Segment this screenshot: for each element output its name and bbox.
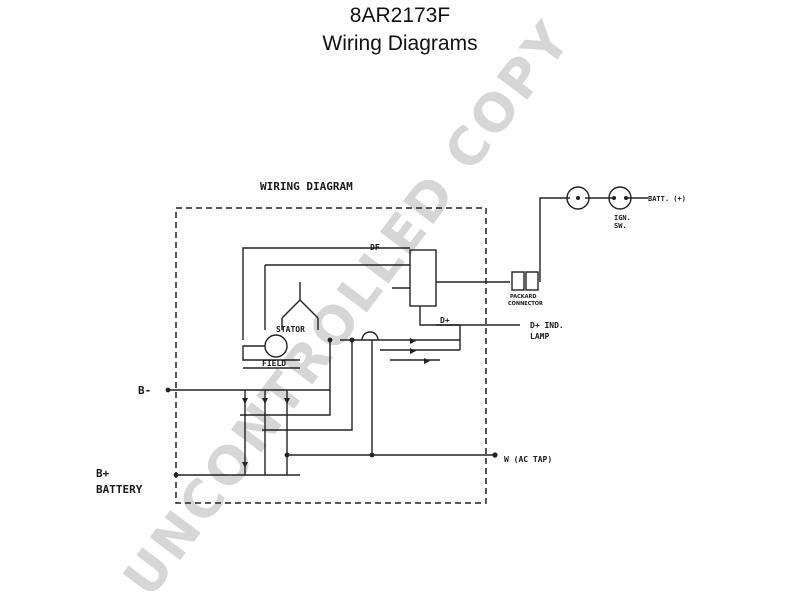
batt-plus-label: BATT. (+)	[648, 195, 686, 203]
d-plus-ind-label: D+ IND.	[530, 321, 564, 330]
wiring-lines	[168, 186, 648, 476]
w-ac-tap-label: W (AC TAP)	[504, 455, 552, 464]
regulator	[409, 249, 437, 307]
battery-label: BATTERY	[96, 483, 143, 496]
df-label: DF	[370, 243, 380, 252]
ign-label: IGN.	[614, 214, 631, 222]
packard-label: PACKARD	[510, 294, 537, 300]
lamp-label: LAMP	[530, 332, 549, 341]
b-plus-label: B+	[96, 467, 110, 480]
diagram-markers	[165, 196, 628, 478]
connector-label: CONNECTOR	[508, 301, 543, 307]
alternator-enclosure	[175, 207, 487, 504]
part-number-title: 8AR2173F	[349, 4, 451, 27]
stator-label: STATOR	[276, 325, 305, 334]
sw-label: SW.	[614, 222, 627, 230]
page-title: Wiring Diagrams	[322, 32, 478, 55]
diagram-heading: WIRING DIAGRAM	[260, 180, 353, 193]
field-label: FIELD	[262, 359, 286, 368]
b-minus-label: B-	[138, 384, 151, 397]
d-plus-terminal-label: D+	[440, 316, 450, 325]
